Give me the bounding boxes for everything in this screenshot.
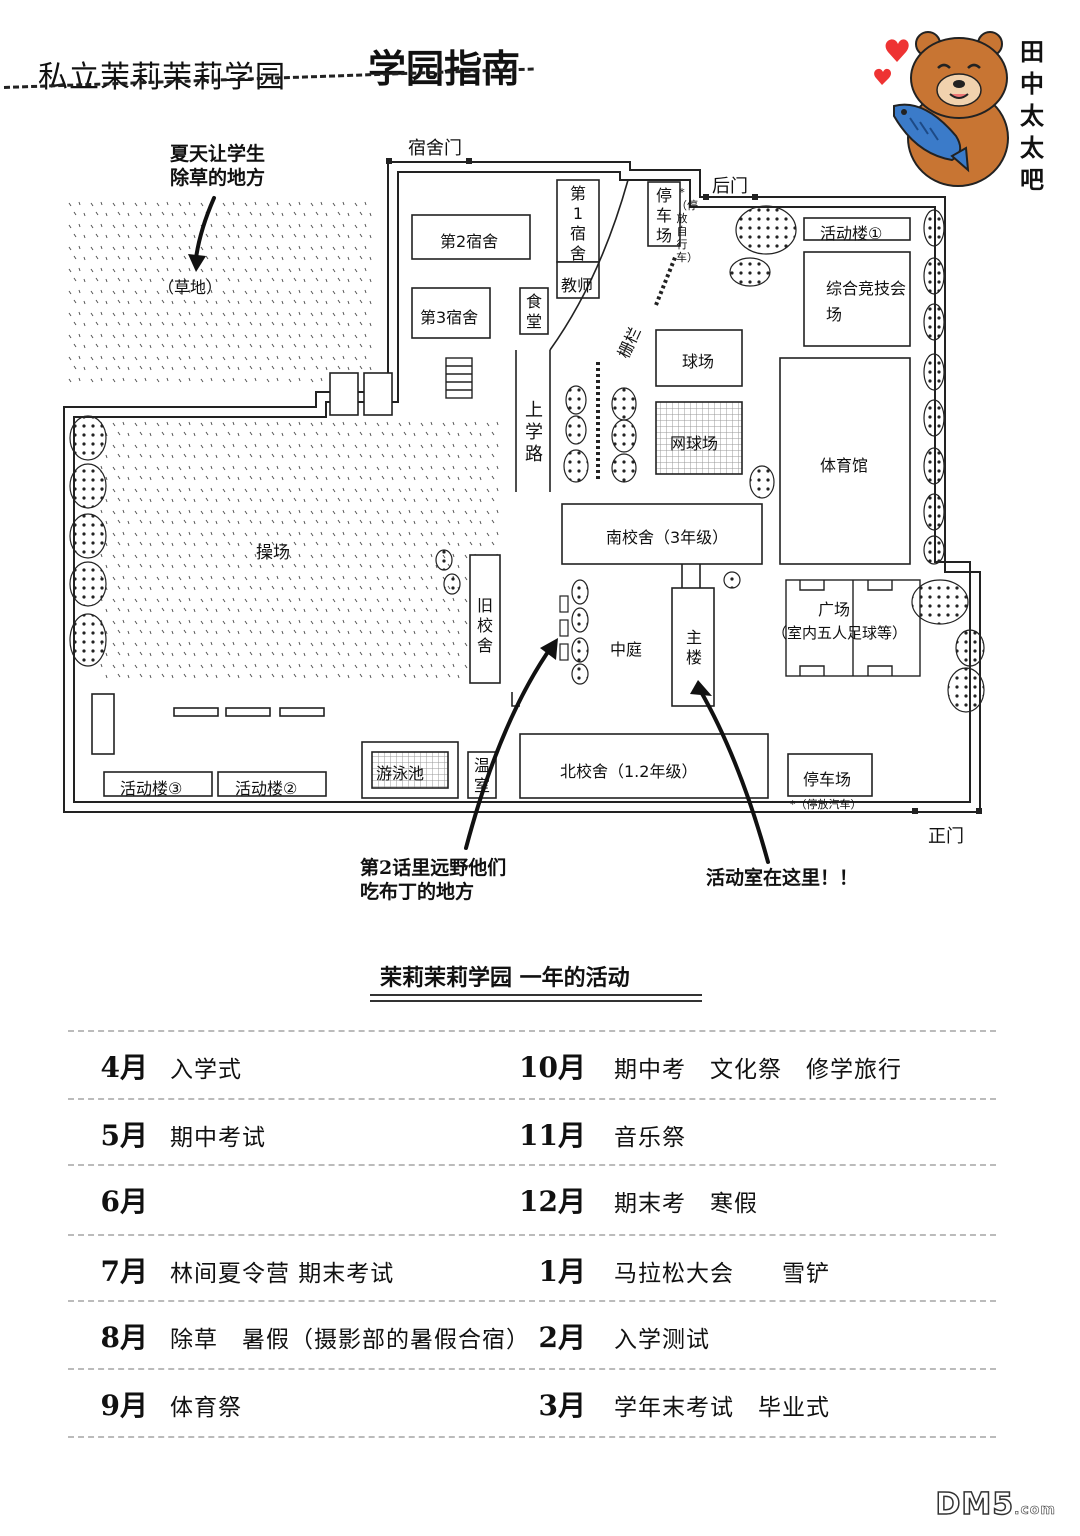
month-label: 7月 [100, 1255, 148, 1288]
heart-icon [885, 39, 909, 62]
tennis-court-label: 网球场 [670, 434, 719, 453]
event-text: 期中考 文化祭 修学旅行 [614, 1057, 902, 1083]
month-label: 10月 [519, 1051, 586, 1084]
greenhouse-label: 温室 [473, 756, 490, 795]
annotation-line: 第2话里远野他们 [360, 857, 507, 879]
event-text: 体育祭 [170, 1395, 242, 1421]
annotation-line: 夏天让学生 [170, 143, 266, 165]
month-label: 3月 [538, 1389, 586, 1422]
month-label: 4月 [100, 1051, 148, 1084]
event-text: 音乐祭 [614, 1125, 686, 1151]
dorm-gate-label: 宿舍门 [408, 138, 462, 159]
parking-top-label: 停车场 [655, 186, 672, 245]
car-parking-note: *（停放汽车） [790, 798, 862, 811]
club-room-annotation: 活动室在这里！！ [706, 867, 859, 889]
month-label: 1月 [538, 1255, 586, 1288]
activity-bldg-2-label: 活动楼② [235, 779, 298, 798]
table-row: 6月 12月 期末考 寒假 [68, 1164, 996, 1232]
pool-label: 游泳池 [376, 764, 425, 783]
page-subtitle: 学园指南 [368, 47, 521, 91]
dorm-3-label: 第3宿舍 [420, 308, 479, 327]
pudding-annotation: 第2话里远野他们 吃布丁的地方 [360, 856, 506, 904]
event-text: 林间夏令营 期末考试 [170, 1261, 395, 1287]
event-text: 期中考试 [170, 1125, 266, 1151]
south-building-label: 南校舍（3年级） [606, 528, 729, 547]
site-watermark: DM5.com [935, 1486, 1056, 1523]
event-text: 入学测试 [614, 1327, 710, 1353]
event-text: 除草 暑假（摄影部的暑假合宿） [170, 1327, 530, 1353]
month-label: 8月 [100, 1321, 148, 1354]
school-road-label: 上学路 [525, 400, 543, 465]
table-row: 5月 期中考试 11月 音乐祭 [68, 1098, 996, 1166]
event-text: 学年末考试 毕业式 [614, 1395, 830, 1421]
table-row: 4月 入学式 10月 期中考 文化祭 修学旅行 [68, 1030, 996, 1098]
month-label: 6月 [100, 1185, 148, 1218]
event-text: 马拉松大会 雪铲 [614, 1261, 830, 1287]
old-building-label: 旧校舍 [476, 596, 493, 655]
month-label: 5月 [100, 1119, 148, 1152]
cafeteria-label: 食堂 [525, 292, 542, 331]
north-building-label: 北校舍（1.2年级） [560, 762, 698, 781]
page-title: 私立茉莉茉莉学园 [38, 60, 286, 95]
ball-court-label: 球场 [682, 352, 715, 371]
event-text: 期末考 寒假 [614, 1191, 758, 1217]
annotation-line: 吃布丁的地方 [360, 881, 475, 903]
main-building-label: 主楼 [685, 628, 702, 667]
annotation-line: 除草的地方 [170, 167, 266, 189]
dorm-2-label: 第2宿舍 [440, 232, 499, 251]
activities-title: 茉莉茉莉学园 一年的活动 [380, 966, 630, 991]
back-gate-label: 后门 [712, 176, 748, 197]
watermark-main: DM5 [935, 1486, 1015, 1523]
courtyard-label: 中庭 [610, 640, 643, 659]
bear-mascot-icon [874, 31, 1009, 187]
table-row: 7月 林间夏令营 期末考试 1月 马拉松大会 雪铲 [68, 1234, 996, 1302]
month-label: 11月 [519, 1119, 586, 1152]
parking-bottom-label: 停车场 [803, 770, 852, 789]
plaza-note: （室内五人足球等） [772, 624, 908, 642]
grass-label: （草地） [158, 278, 223, 297]
teacher-label: 教师 [561, 276, 594, 295]
weeding-annotation: 夏天让学生 除草的地方 [170, 142, 265, 190]
table-row: 9月 体育祭 3月 学年末考试 毕业式 [68, 1368, 996, 1438]
activity-bldg-1-label: 活动楼① [820, 224, 883, 243]
activity-bldg-3-label: 活动楼③ [120, 779, 183, 798]
watermark-suffix: .com [1014, 1502, 1056, 1519]
heart-icon [874, 68, 892, 85]
activities-title-underline [370, 994, 702, 1002]
field-label: 操场 [256, 543, 290, 563]
gym-label: 体育馆 [820, 456, 869, 475]
event-text: 入学式 [170, 1057, 242, 1083]
month-label: 12月 [519, 1185, 586, 1218]
author-signature: 田中太太吧 [1020, 37, 1044, 194]
arena-label: 综合竞技会场 [826, 279, 907, 324]
campus-map [63, 158, 985, 864]
table-row: 8月 除草 暑假（摄影部的暑假合宿） 2月 入学测试 [68, 1300, 996, 1368]
month-label: 2月 [538, 1321, 586, 1354]
plaza-label: 广场 [818, 600, 851, 619]
bicycle-parking-note: *（停放自行车） [676, 186, 698, 264]
month-label: 9月 [100, 1389, 148, 1422]
main-gate-label: 正门 [928, 826, 964, 847]
dorm-1-label: 第1宿舍 [569, 184, 586, 263]
